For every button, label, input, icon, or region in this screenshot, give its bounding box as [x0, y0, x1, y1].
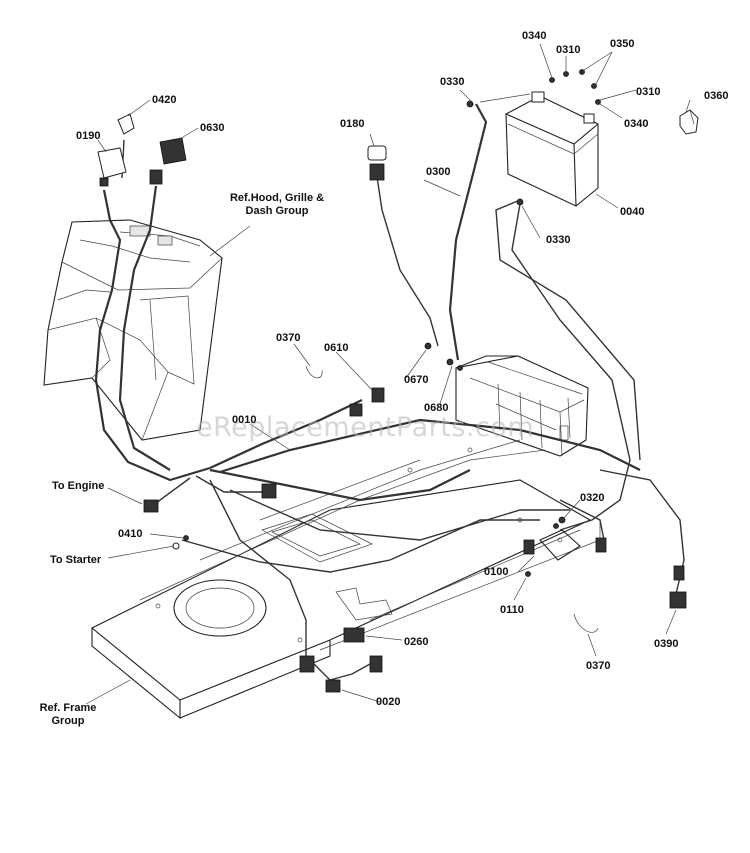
label-0100: 0100 — [484, 566, 509, 578]
label-0370-bottom: 0370 — [586, 660, 611, 672]
harness-wires — [94, 103, 685, 660]
label-0630: 0630 — [200, 122, 225, 134]
label-0040: 0040 — [620, 206, 645, 218]
label-0300: 0300 — [426, 166, 451, 178]
label-0340-top: 0340 — [522, 30, 547, 42]
connectors — [97, 113, 687, 693]
label-0310-top: 0310 — [556, 44, 581, 56]
label-0360: 0360 — [704, 90, 729, 102]
label-0390: 0390 — [654, 638, 679, 650]
label-0260: 0260 — [404, 636, 429, 648]
label-0020: 0020 — [376, 696, 401, 708]
label-ref-frame: Ref. Frame Group — [30, 702, 106, 728]
ref-hood-line2: Dash Group — [245, 205, 309, 217]
label-0670: 0670 — [404, 374, 429, 386]
label-0410: 0410 — [118, 528, 143, 540]
watermark: eReplacementParts.com — [196, 412, 535, 443]
label-0320: 0320 — [580, 492, 605, 504]
rear-frame-box — [455, 355, 589, 457]
battery — [505, 91, 599, 207]
label-0110: 0110 — [500, 604, 524, 616]
label-0010: 0010 — [232, 414, 257, 426]
ref-hood-line1: Ref.Hood, Grille & — [229, 192, 325, 204]
label-0180: 0180 — [340, 118, 365, 130]
label-0330-top: 0330 — [440, 76, 465, 88]
label-0420: 0420 — [152, 94, 177, 106]
label-0330-bottom: 0330 — [546, 234, 571, 246]
label-to-starter: To Starter — [50, 554, 102, 566]
label-0680: 0680 — [424, 402, 449, 414]
hood-dash-assembly — [43, 219, 223, 441]
label-0190: 0190 — [76, 130, 101, 142]
label-0350: 0350 — [610, 38, 635, 50]
label-0610: 0610 — [324, 342, 349, 354]
label-0310-right: 0310 — [636, 86, 661, 98]
label-to-engine: To Engine — [52, 480, 105, 492]
ref-frame-line2: Group — [51, 715, 85, 727]
leader-lines — [85, 43, 691, 705]
ref-frame-line1: Ref. Frame — [39, 702, 97, 714]
label-0340-right: 0340 — [624, 118, 649, 130]
label-ref-hood: Ref.Hood, Grille & Dash Group — [222, 192, 332, 218]
label-0370-top: 0370 — [276, 332, 301, 344]
